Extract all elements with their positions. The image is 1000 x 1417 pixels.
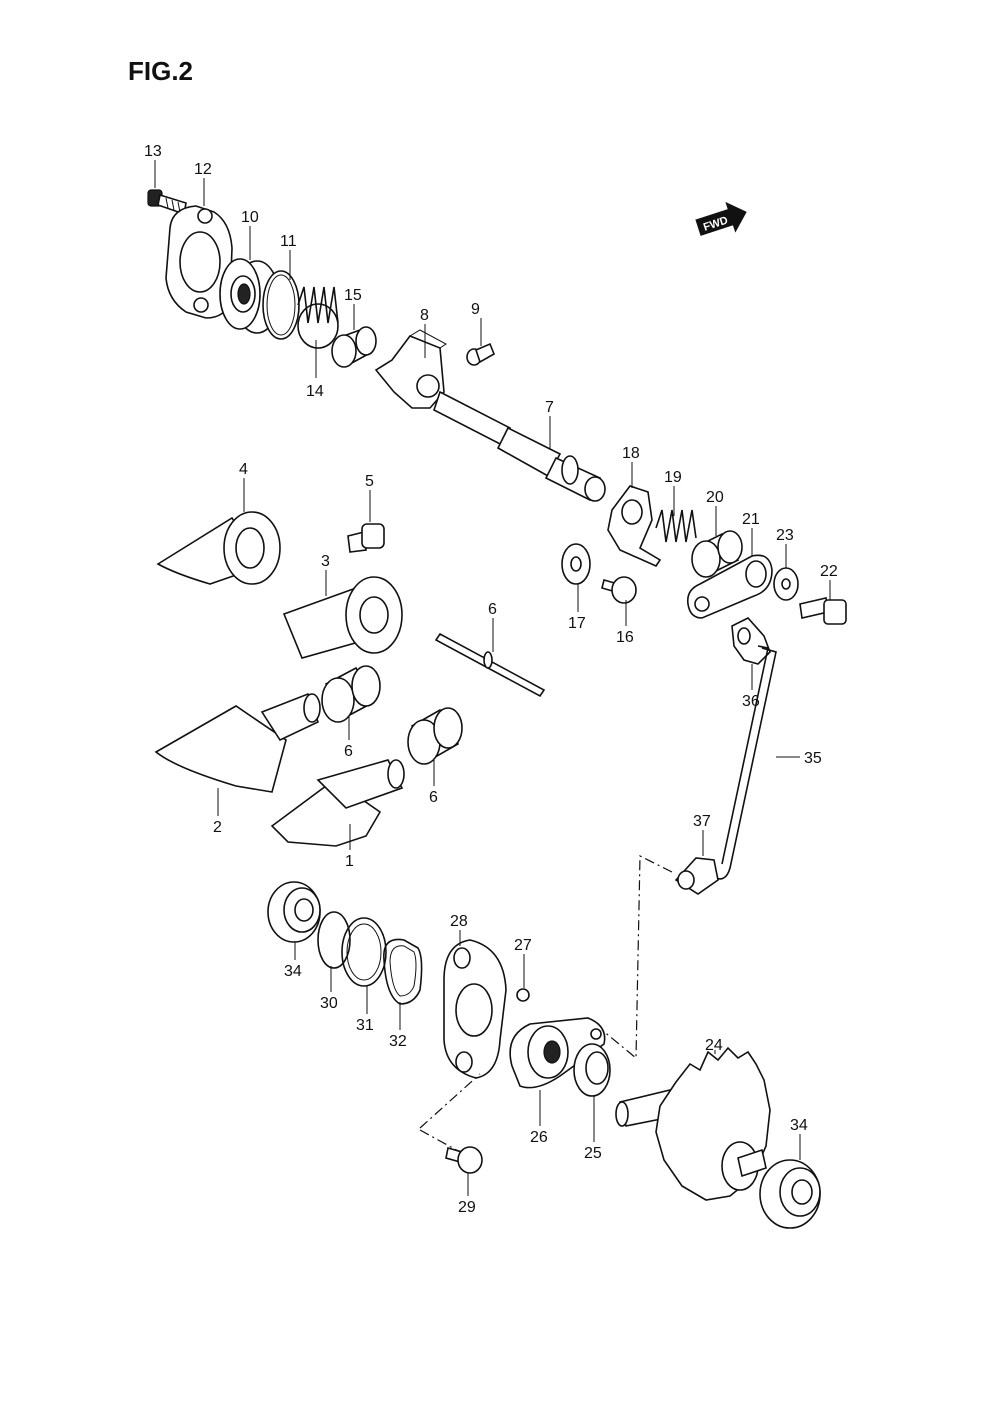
part-20-spring: [655, 509, 697, 543]
part-12-o-ring: [262, 270, 300, 340]
callout-24: 23: [776, 527, 794, 544]
guide-line-screw: [419, 1073, 481, 1129]
part-18-washer: [561, 543, 591, 585]
callout-28: 27: [514, 937, 532, 954]
callout-15: 14: [306, 383, 324, 400]
callout-23: 22: [820, 563, 838, 580]
callout-7: 6: [488, 601, 497, 618]
callout-31: 30: [320, 995, 338, 1012]
part-7-pin: [434, 632, 546, 698]
part-36-clip: [731, 617, 771, 665]
part-3-valve: [282, 576, 403, 659]
part-31-circlip: [317, 911, 351, 969]
callout-22: 21: [742, 511, 760, 528]
callout-4: 4: [239, 461, 248, 478]
callout-20: 19: [664, 469, 682, 486]
part-1-valve: [270, 759, 405, 847]
part-2-valve: [154, 692, 321, 793]
guide-line-rod: [601, 855, 673, 1060]
callout-36: 36: [742, 693, 760, 710]
callout-34-right: 34: [790, 1117, 808, 1134]
callout-14: 13: [144, 143, 162, 160]
part-34-bearing-right: [759, 1159, 821, 1229]
part-17-screw: [601, 576, 637, 604]
callout-17: 16: [616, 629, 634, 646]
callout-26: 25: [584, 1145, 602, 1162]
part-27-gear: [509, 1017, 606, 1089]
part-33-seal: [383, 938, 423, 1005]
part-13-gasket: [165, 205, 233, 319]
callout-19: 18: [622, 445, 640, 462]
part-6-bushing-upper: [321, 665, 381, 723]
callout-3: 3: [321, 553, 330, 570]
callout-11: 10: [241, 209, 259, 226]
part-5-screw: [347, 523, 385, 553]
part-37-clip: [674, 857, 719, 895]
callout-labels: 13 12 10 11 14 15 8 9 7 4 5 3 6 6 6 2 1 …: [144, 143, 838, 1216]
part-8-shaft: [433, 390, 606, 502]
callout-35: 35: [804, 750, 822, 767]
part-28-ball: [516, 988, 530, 1002]
callout-12: 11: [280, 233, 297, 250]
callout-8: 7: [545, 399, 554, 416]
part-4-valve: [156, 511, 281, 585]
part-22-lever: [686, 554, 773, 619]
part-34-bearing-left: [267, 881, 321, 943]
figure-title: FIG.2: [128, 56, 193, 86]
part-6-bushing-lower: [407, 707, 463, 765]
part-25-gear-shaft: [615, 1046, 771, 1201]
part-23-bolt: [799, 597, 847, 625]
callout-2: 2: [213, 819, 222, 836]
callout-6-upper: 6: [344, 743, 353, 760]
part-10-screw: [466, 342, 496, 366]
callout-13: 12: [194, 161, 212, 178]
callout-10: 9: [471, 301, 480, 318]
callout-25: 24: [705, 1037, 723, 1054]
part-19-bracket: [607, 485, 662, 568]
callout-37: 37: [693, 813, 711, 830]
part-15-spring: [297, 286, 339, 349]
callout-27: 26: [530, 1129, 548, 1146]
callout-6-lower: 6: [429, 789, 438, 806]
callout-18: 17: [568, 615, 586, 632]
callout-34-left: 34: [284, 963, 302, 980]
callout-9: 8: [420, 307, 429, 324]
callout-5: 5: [365, 473, 374, 490]
leader-lines: [154, 160, 831, 1196]
part-32-ring: [341, 917, 387, 987]
callout-21: 20: [706, 489, 724, 506]
callout-32: 31: [356, 1017, 374, 1034]
callout-16: 15: [344, 287, 362, 304]
part-16-collar: [331, 326, 377, 368]
part-29-cover: [443, 939, 507, 1079]
part-9-fork: [374, 329, 447, 409]
callout-29: 28: [450, 913, 468, 930]
part-21-collar: [691, 530, 743, 578]
callout-30: 29: [458, 1199, 476, 1216]
part-24-washer: [773, 567, 799, 601]
callout-1: 1: [345, 853, 354, 870]
fwd-arrow-icon: FWD: [695, 201, 747, 236]
callout-33: 32: [389, 1033, 407, 1050]
part-30-screw: [445, 1146, 483, 1174]
part-26-oil-seal: [573, 1043, 611, 1097]
